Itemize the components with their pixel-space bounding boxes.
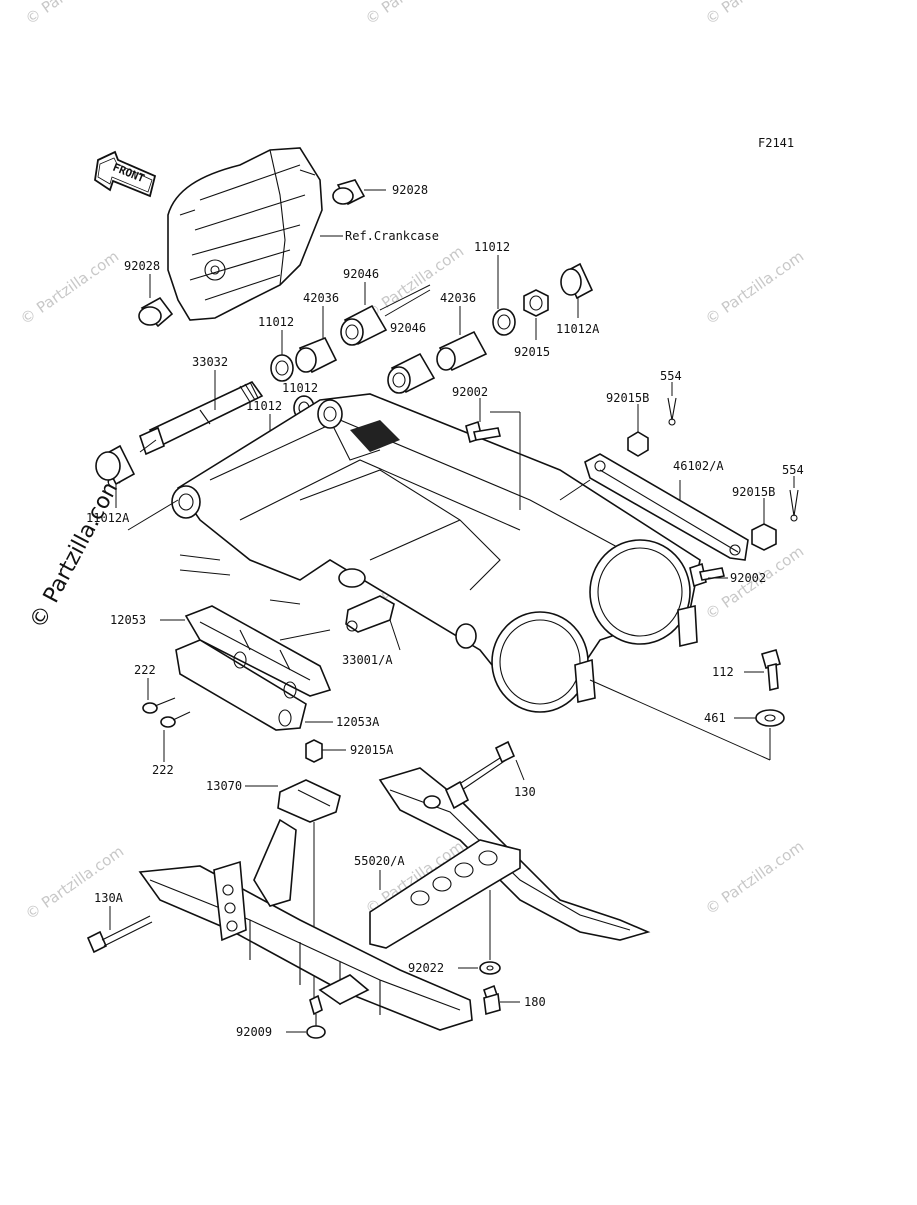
watermark: © Partzilla.com [702,0,807,28]
label-92015A: 92015A [350,743,394,757]
label-12053: 12053 [110,613,146,627]
label-33001A: 33001/A [342,653,393,667]
screw-222-a [142,697,176,714]
nut-92015B-b [751,523,777,551]
label-12053A: 12053A [336,715,380,729]
label-92015: 92015 [514,345,550,359]
label-11012-b: 11012 [282,381,318,395]
watermark: © Partzilla.com [702,837,807,918]
label-13070: 13070 [206,779,242,793]
label-130A: 130A [94,891,124,905]
label-92002-right: 92002 [730,571,766,585]
nut-92015A [305,739,323,763]
label-92015B-a: 92015B [606,391,649,405]
label-46102A: 46102/A [673,459,724,473]
sleeve-42036-b [436,330,488,372]
bearing-92046-a [340,304,388,346]
pin-554-b [789,489,799,522]
cap-11012A-right [560,262,594,300]
label-42036-b: 42036 [440,291,476,305]
label-222-a: 222 [134,663,156,677]
label-92022: 92022 [408,961,444,975]
label-92009: 92009 [236,1025,272,1039]
label-92046-b: 92046 [390,321,426,335]
watermark: © Partzilla.com [17,247,122,328]
watermark-large: © Partzilla.com [25,471,127,633]
label-92028-left: 92028 [124,259,160,273]
label-461: 461 [704,711,726,725]
label-11012-a: 11012 [258,315,294,329]
front-arrow-icon: FRONT [94,150,157,198]
label-33032: 33032 [192,355,228,369]
label-11012-top: 11012 [474,240,510,254]
stopper-33001A [345,595,395,633]
watermark: © Partzilla.com [702,247,807,328]
bolt-92002-top [465,420,501,444]
lower-guard [138,818,473,1031]
axle-loops [491,539,698,713]
watermark: © Partzilla.com [362,242,467,323]
label-11012A-right: 11012A [556,322,600,336]
label-180: 180 [524,995,546,1009]
label-11012-c: 11012 [246,399,282,413]
label-11012A-left: 11012A [86,511,130,525]
label-130: 130 [514,785,536,799]
bolt-130A [86,915,153,954]
label-92028: 92028 [392,183,428,197]
block-13070 [277,779,341,823]
label-92046-a: 92046 [343,267,379,281]
label-222-b: 222 [152,763,174,777]
seal-11012-a [270,354,294,382]
collar-92028-left [138,296,174,328]
label-554-b: 554 [782,463,804,477]
pivot-shaft-33032 [139,380,264,456]
seal-11012-top [492,308,516,336]
crankcase [167,147,323,321]
collar-92028-top [332,179,366,206]
washer-461 [755,709,785,727]
label-42036-a: 42036 [303,291,339,305]
bolt-112 [761,649,781,692]
washer-92022 [479,961,501,975]
watermark: © Partzilla.com [22,0,127,28]
bracket-46102A [584,453,749,561]
label-92002-top: 92002 [452,385,488,399]
reference-lines [127,284,591,641]
label-92015B-b: 92015B [732,485,775,499]
label-554-a: 554 [660,369,682,383]
sleeve-42036-a [295,336,338,374]
watermark: © Partzilla.com [362,0,467,28]
guide-holder-12053A [175,639,307,731]
chain-cover-55020A [369,767,651,949]
screw-92009 [306,994,326,1039]
label-112: 112 [712,665,734,679]
bolt-180 [483,984,501,1016]
watermark: © Partzilla.com [22,842,127,923]
screw-222-b [160,711,191,728]
label-55020A: 55020/A [354,854,405,868]
ref-crankcase-label: Ref.Crankcase [345,229,439,243]
nut-92015B-a [627,431,649,457]
bolt-130 [449,740,516,795]
bearing-92046-b [387,352,436,394]
diagram-code: F2141 [758,136,794,150]
nut-92015 [523,289,549,317]
pin-554-a [667,397,677,426]
cap-11012A-left [95,444,136,486]
bolt-92002-right [689,562,725,588]
